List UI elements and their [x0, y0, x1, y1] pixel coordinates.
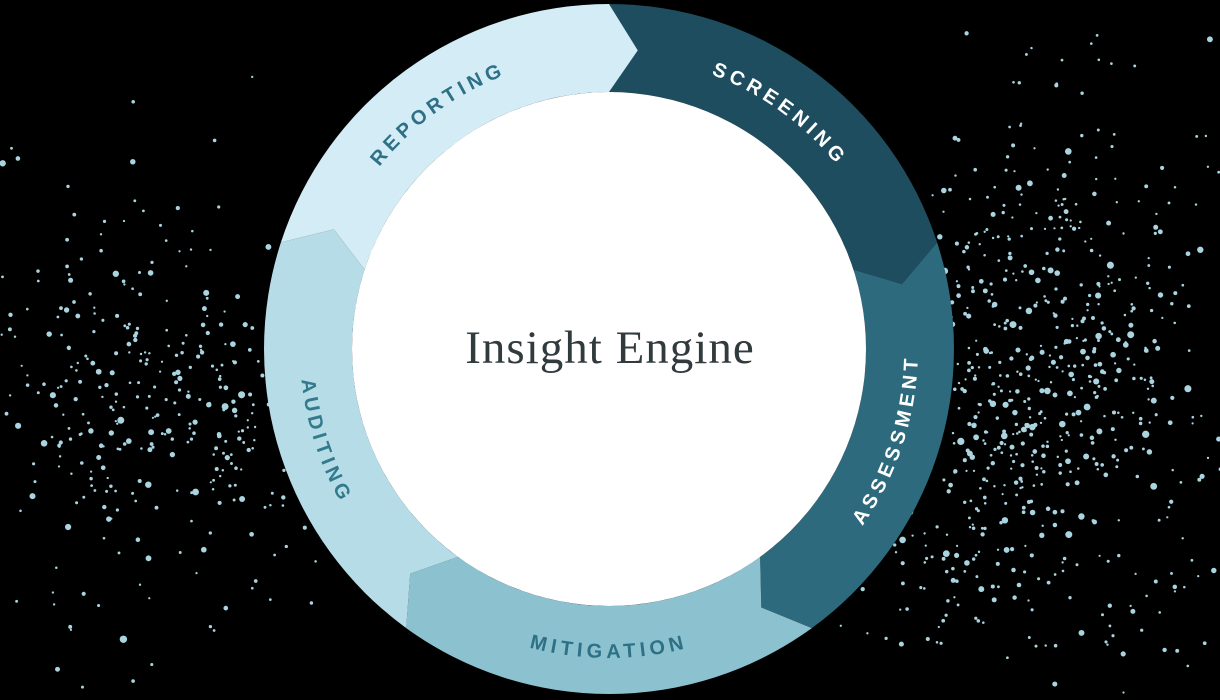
- segment-auditing: [264, 229, 458, 629]
- segment-assessment: [760, 242, 954, 629]
- segment-screening: [609, 4, 938, 285]
- ring-segments: [264, 4, 954, 694]
- center-circle: [352, 92, 866, 606]
- segment-reporting: [280, 4, 638, 270]
- segment-mitigation: [406, 556, 812, 694]
